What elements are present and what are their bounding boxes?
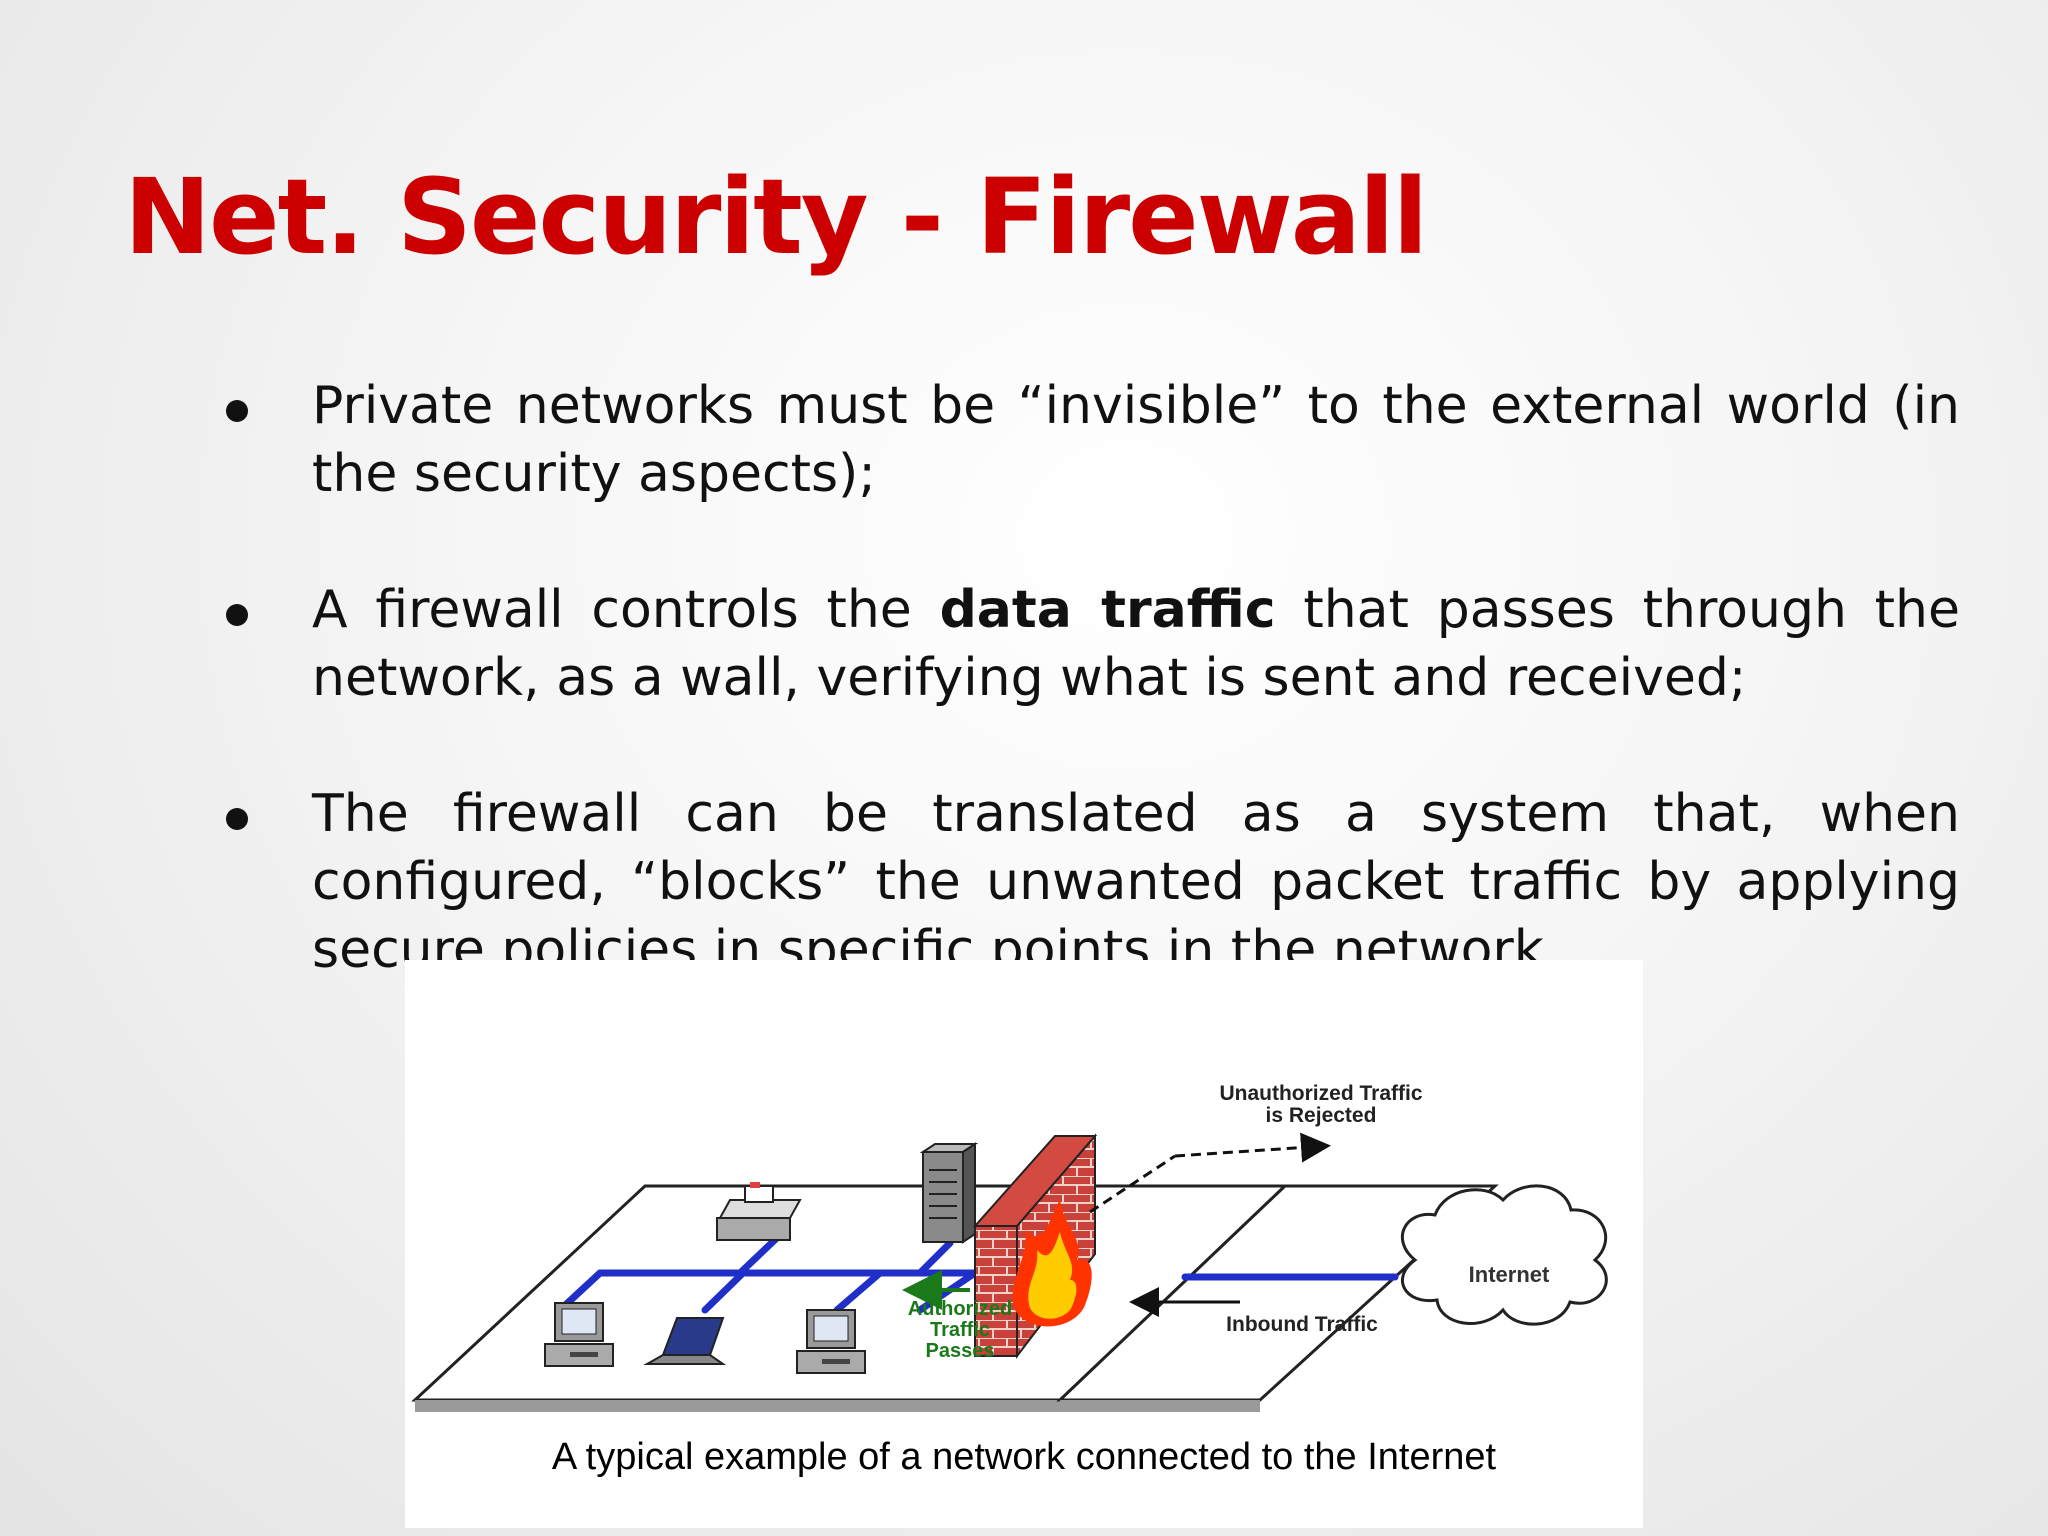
slide-title: Net. Security - Firewall: [124, 156, 1428, 278]
internet-label: Internet: [1469, 1262, 1550, 1287]
bullet-text: The firewall can be translated as a syst…: [312, 780, 1960, 984]
laptop-icon: [643, 1317, 727, 1365]
inbound-traffic-label: Inbound Traffic: [1226, 1313, 1378, 1336]
bullet-text-segment: Private networks must be “invisible” to …: [312, 376, 1960, 504]
authorized-traffic-label: Authorized: [908, 1298, 1012, 1320]
rejected-traffic-arrow: [1089, 1132, 1331, 1214]
bullet-text: Private networks must be “invisible” to …: [312, 372, 1960, 508]
internet-cloud-icon: [1401, 1184, 1608, 1326]
bullet-item: The firewall can be translated as a syst…: [0, 780, 2048, 984]
workstation-icon: [544, 1302, 614, 1367]
bullet-text-segment: that passes through the network, as a wa…: [312, 580, 1961, 708]
authorized-traffic-label: Traffic: [930, 1319, 990, 1341]
bullet-item: A firewall controls the data traffic tha…: [0, 576, 2048, 712]
figure-caption: A typical example of a network connected…: [551, 1436, 1497, 1478]
server-icon: [919, 1142, 979, 1244]
bullet-text-segment: The firewall can be translated as a syst…: [312, 784, 1960, 980]
bullet-dot-icon: [226, 808, 248, 830]
bullet-dot-icon: [226, 604, 248, 626]
bullet-list: Private networks must be “invisible” to …: [0, 372, 2048, 1052]
unauthorized-traffic-label: is Rejected: [1266, 1104, 1377, 1127]
bullet-text-segment: A firewall controls the: [312, 580, 940, 640]
authorized-traffic-label: Passes: [926, 1340, 995, 1362]
bullet-text: A firewall controls the data traffic tha…: [312, 576, 1960, 712]
printer-icon: [716, 1182, 802, 1241]
network-diagram: Unauthorized Traffic is Rejected Interne…: [411, 1082, 1608, 1412]
fire-icon: [1012, 1200, 1092, 1327]
unauthorized-traffic-label: Unauthorized Traffic: [1219, 1082, 1422, 1105]
workstation-icon: [796, 1309, 866, 1374]
bullet-dot-icon: [226, 400, 248, 422]
network-diagram-figure: Unauthorized Traffic is Rejected Interne…: [405, 960, 1643, 1528]
bullet-text-bold: data traffic: [939, 580, 1276, 640]
bullet-item: Private networks must be “invisible” to …: [0, 372, 2048, 508]
